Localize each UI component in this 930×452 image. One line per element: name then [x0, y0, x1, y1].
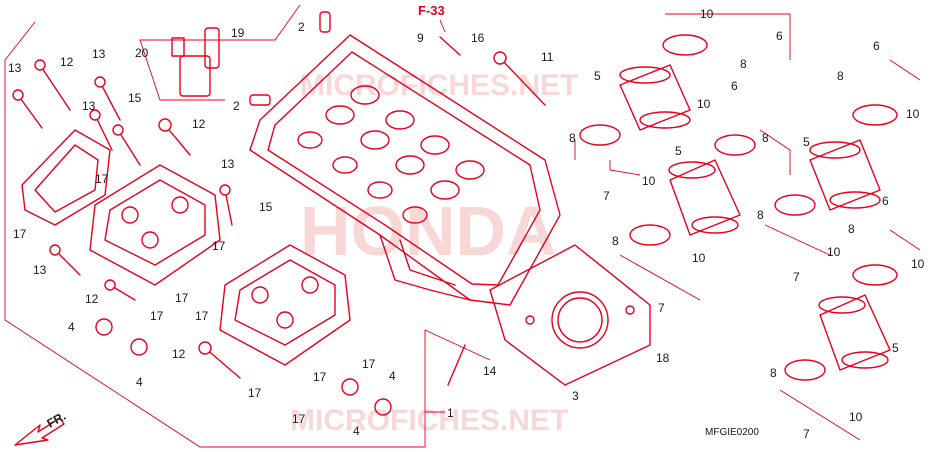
- watermark-site-bottom: MICROFICHES.NET: [290, 404, 568, 437]
- callout-13-d: 13: [221, 157, 235, 171]
- callout-8-b: 8: [569, 131, 576, 145]
- rocker-bracket: [21, 129, 111, 226]
- callout-17-d: 17: [175, 291, 189, 305]
- callout-17-h: 17: [313, 370, 327, 384]
- callout-10-g: 10: [911, 257, 925, 271]
- callout-18: 18: [656, 351, 670, 365]
- camshaft-holder-upper: [89, 164, 221, 286]
- callout-4-left: 4: [68, 320, 75, 334]
- callout-11: 11: [541, 50, 554, 64]
- watermark-brand: HONDA: [300, 192, 557, 270]
- assembly-frame: [4, 4, 491, 448]
- callout-17-f: 17: [195, 309, 209, 323]
- callout-10-a: 10: [700, 7, 714, 21]
- callout-10-f: 10: [692, 251, 706, 265]
- callout-4-left-lower: 4: [136, 375, 143, 389]
- direction-label: FR.: [45, 409, 69, 431]
- insulator-1: [619, 64, 691, 131]
- callout-8-c: 8: [762, 131, 769, 145]
- callout-6-a: 6: [776, 29, 783, 43]
- callout-7-c: 7: [793, 270, 800, 284]
- callout-19: 19: [231, 26, 245, 40]
- camshaft-holder-lower: [219, 244, 351, 366]
- callout-10-b: 10: [697, 97, 711, 111]
- callout-8-g: 8: [848, 222, 855, 236]
- insulator-4: [818, 294, 891, 371]
- callout-3: 3: [572, 389, 579, 403]
- callout-1: 1: [447, 406, 454, 420]
- reference-tag: F-33: [418, 3, 445, 18]
- leader-lines: [574, 13, 921, 441]
- callout-7-d: 7: [803, 427, 810, 441]
- callout-15-b: 15: [259, 200, 273, 214]
- callout-5-b: 5: [675, 144, 682, 158]
- callout-10-c: 10: [642, 174, 656, 188]
- callout-8-f: 8: [757, 208, 764, 222]
- callout-8-h: 8: [770, 366, 777, 380]
- callout-6-d: 6: [882, 194, 889, 208]
- callout-8-e: 8: [612, 234, 619, 248]
- callout-14: 14: [483, 364, 497, 378]
- cylinder-head-gasket: [489, 244, 651, 386]
- callout-13-a: 13: [8, 61, 22, 75]
- callout-15-a: 15: [128, 91, 142, 105]
- callout-10-d: 10: [906, 107, 920, 121]
- callout-17-b: 17: [13, 227, 27, 241]
- callout-20: 20: [135, 46, 149, 60]
- clamps: [579, 34, 898, 381]
- spark-plug: [171, 37, 211, 97]
- callout-12-c: 12: [85, 292, 99, 306]
- stud-bolt: [447, 344, 466, 386]
- callout-8-a: 8: [740, 57, 747, 71]
- callout-17-e: 17: [150, 309, 164, 323]
- callout-13-c: 13: [82, 99, 96, 113]
- bolts: [12, 36, 546, 379]
- callout-17-j: 17: [292, 412, 306, 426]
- callout-7-b: 7: [658, 301, 665, 315]
- drawing-code: MFGIE0200: [705, 427, 759, 438]
- callout-2-top: 2: [298, 20, 305, 34]
- callout-9: 9: [417, 31, 424, 45]
- callout-2-mid: 2: [233, 99, 240, 113]
- callout-13-e: 13: [33, 263, 47, 277]
- callout-12-a: 12: [60, 55, 74, 69]
- callout-13-b: 13: [92, 47, 106, 61]
- callout-5-c: 5: [803, 135, 810, 149]
- callout-4-bottom: 4: [353, 424, 360, 438]
- callout-8-d: 8: [837, 69, 844, 83]
- callout-10-h: 10: [849, 410, 863, 424]
- seals: [95, 318, 392, 416]
- insulator-2: [668, 159, 741, 236]
- plug-tube: [204, 27, 220, 69]
- callout-10-e: 10: [827, 245, 841, 259]
- callout-4-right: 4: [389, 369, 396, 383]
- dowel-pins: [249, 11, 331, 106]
- callout-12-d: 12: [172, 347, 186, 361]
- callout-17-i: 17: [248, 386, 262, 400]
- insulator-3: [809, 139, 881, 211]
- callout-5-d: 5: [892, 341, 899, 355]
- callout-5-a: 5: [594, 69, 601, 83]
- front-direction-arrow: FR.: [14, 409, 69, 446]
- callout-6-b: 6: [731, 79, 738, 93]
- callout-16: 16: [471, 31, 485, 45]
- callout-numbers: 1 2 2 3 4 4 4 4 5 5 5 5 6 6 6 6 7 7 7 7 …: [8, 7, 925, 441]
- callout-7-a: 7: [603, 189, 610, 203]
- cam-journals: [297, 85, 485, 224]
- callout-12-b: 12: [192, 117, 206, 131]
- callout-17-a: 17: [95, 172, 109, 186]
- callout-6-c: 6: [873, 39, 880, 53]
- callout-17-g: 17: [362, 357, 376, 371]
- watermark-site-top: MICROFICHES.NET: [300, 69, 578, 102]
- callout-17-c: 17: [212, 239, 226, 253]
